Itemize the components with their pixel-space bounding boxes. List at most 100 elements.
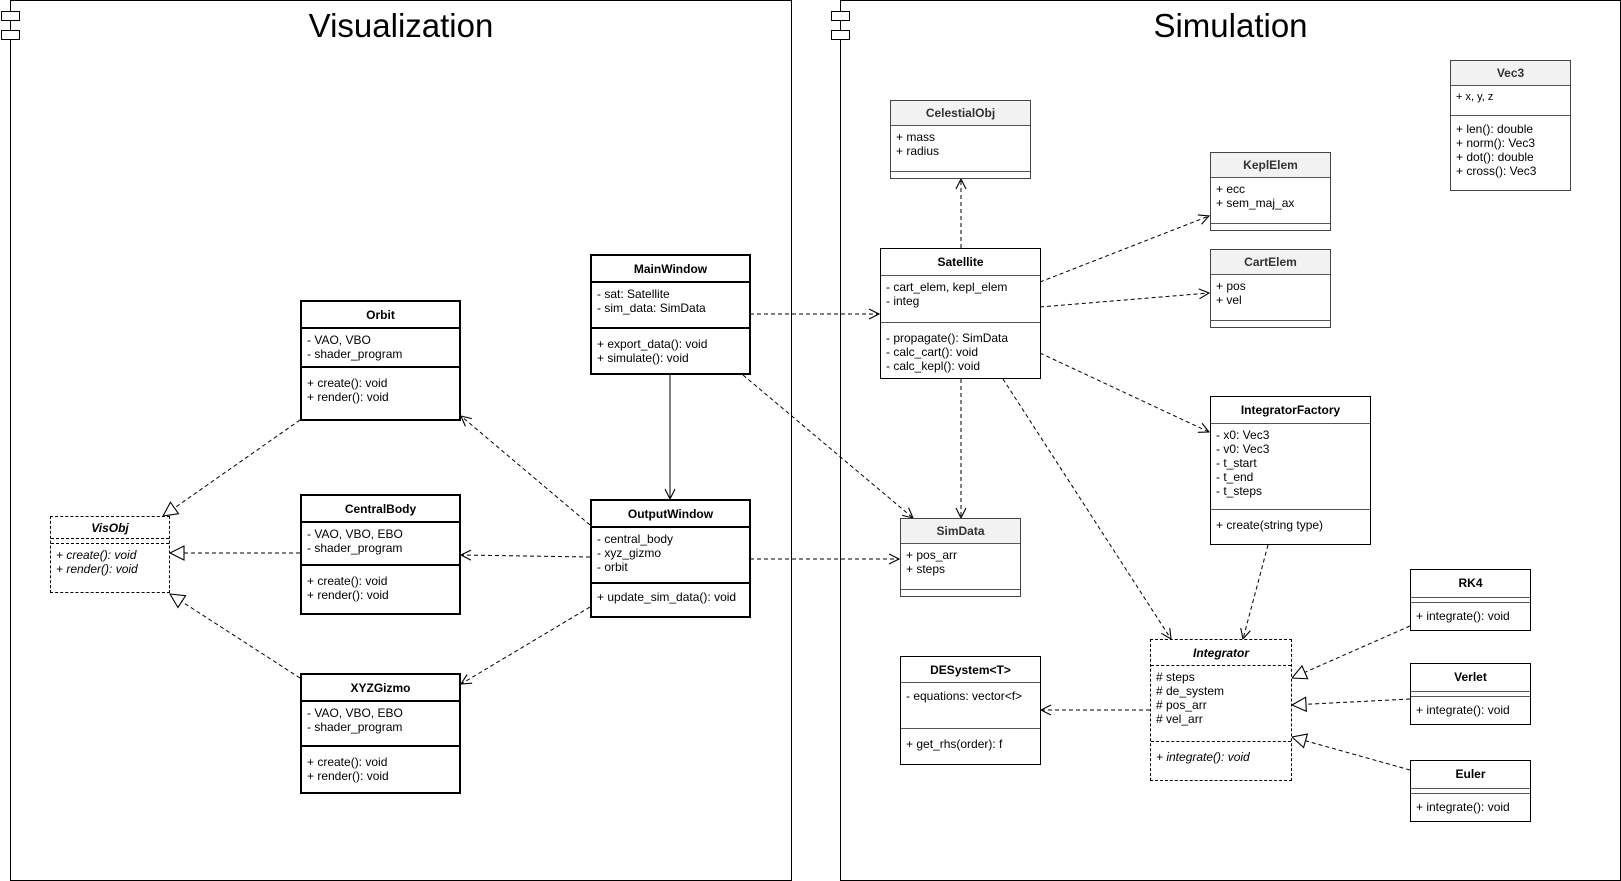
attribute: # pos_arr (1156, 698, 1207, 712)
class-operations: + create(): void + render(): void (302, 747, 459, 786)
class-integrator[interactable]: Integrator # steps # de_system # pos_arr… (1150, 639, 1292, 781)
class-operations (1211, 321, 1330, 325)
operation: - calc_kepl(): void (886, 359, 981, 373)
operation: + cross(): Vec3 (1456, 164, 1537, 178)
operation: + dot(): double (1456, 150, 1534, 164)
class-integratorfactory[interactable]: IntegratorFactory - x0: Vec3 - v0: Vec3 … (1210, 396, 1371, 545)
arrow-satellite-integratorfactory (1039, 352, 1209, 432)
package-tab-bottom (831, 30, 850, 40)
class-operations: + len(): double + norm(): Vec3 + dot(): … (1451, 116, 1570, 181)
package-title: Simulation (1153, 7, 1308, 44)
operation: + create(): void (307, 574, 388, 588)
class-name: OutputWindow (592, 501, 749, 528)
class-name: VisObj (51, 517, 169, 539)
operation: + update_sim_data(): void (597, 590, 737, 604)
arrow-verlet-integrator (1292, 699, 1411, 705)
operation: + get_rhs(order): f (906, 737, 1003, 751)
class-verlet[interactable]: Verlet + integrate(): void (1410, 663, 1531, 725)
attribute: - VAO, VBO, EBO (307, 527, 403, 541)
class-vec3[interactable]: Vec3 + x, y, z + len(): double + norm():… (1450, 60, 1571, 191)
class-attributes: # steps # de_system # pos_arr # vel_arr (1151, 666, 1291, 742)
class-operations: + export_data(): void + simulate(): void (592, 329, 749, 368)
arrow-outputwindow-centralbody (461, 555, 591, 557)
class-orbit[interactable]: Orbit - VAO, VBO - shader_program + crea… (300, 300, 461, 421)
class-attributes: + mass + radius (891, 126, 1030, 172)
operation: + norm(): Vec3 (1456, 136, 1536, 150)
package-title: Visualization (308, 7, 494, 44)
class-mainwindow[interactable]: MainWindow - sat: Satellite - sim_data: … (590, 254, 751, 375)
arrow-outputwindow-xyzgizmo (461, 606, 591, 684)
operation: + render(): void (307, 769, 389, 783)
operation: - propagate(): SimData (886, 331, 1009, 345)
class-name: SimData (901, 519, 1020, 544)
class-operations: + create(string type) (1211, 510, 1370, 535)
class-satellite[interactable]: Satellite - cart_elem, kepl_elem - integ… (880, 248, 1041, 379)
attribute: + ecc (1216, 182, 1246, 196)
class-celestialobj[interactable]: CelestialObj + mass + radius (890, 100, 1031, 179)
class-name: CelestialObj (891, 101, 1030, 126)
class-operations: + get_rhs(order): f (901, 729, 1040, 754)
operation: + integrate(): void (1416, 609, 1510, 623)
attribute: - equations: vector<f> (906, 689, 1023, 703)
class-operations (891, 172, 1030, 176)
operation: + integrate(): void (1156, 750, 1250, 764)
class-operations: + integrate(): void (1411, 603, 1530, 626)
operation: + len(): double (1456, 122, 1534, 136)
operation: + integrate(): void (1416, 800, 1510, 814)
class-centralbody[interactable]: CentralBody - VAO, VBO, EBO - shader_pro… (300, 494, 461, 615)
class-name: CartElem (1211, 250, 1330, 275)
class-euler[interactable]: Euler + integrate(): void (1410, 760, 1531, 822)
operation: + simulate(): void (597, 351, 689, 365)
class-name: RK4 (1411, 570, 1530, 598)
class-name: XYZGizmo (302, 675, 459, 702)
class-operations: + integrate(): void (1411, 794, 1530, 817)
attribute: - v0: Vec3 (1216, 442, 1270, 456)
class-outputwindow[interactable]: OutputWindow - central_body - xyz_gizmo … (590, 499, 751, 618)
package-tab-bottom (1, 30, 20, 40)
class-attributes: - x0: Vec3 - v0: Vec3 - t_start - t_end … (1211, 424, 1370, 510)
arrow-orbit-visobj (163, 419, 301, 516)
attribute: # steps (1156, 670, 1195, 684)
class-rk4[interactable]: RK4 + integrate(): void (1410, 569, 1531, 631)
attribute: - shader_program (307, 347, 403, 361)
class-name: Euler (1411, 761, 1530, 789)
arrow-mainwindow-simdata (742, 374, 913, 518)
operation: + create(): void (307, 376, 388, 390)
class-operations: + create(): void + render(): void (302, 566, 459, 605)
operation: + create(): void (307, 755, 388, 769)
class-desystem[interactable]: DESystem<T> - equations: vector<f> + get… (900, 656, 1041, 765)
operation: + render(): void (307, 390, 389, 404)
attribute: # vel_arr (1156, 712, 1203, 726)
attribute: - t_start (1216, 456, 1257, 470)
attribute: - shader_program (307, 720, 403, 734)
class-xyzgizmo[interactable]: XYZGizmo - VAO, VBO, EBO - shader_progra… (300, 673, 461, 794)
attribute: - t_steps (1216, 484, 1263, 498)
arrow-integratorfactory-integrator (1243, 544, 1269, 639)
class-operations: + update_sim_data(): void (592, 584, 749, 607)
class-cartelem[interactable]: CartElem + pos + vel (1210, 249, 1331, 328)
class-keplelem[interactable]: KeplElem + ecc + sem_maj_ax (1210, 152, 1331, 231)
class-attributes: - cart_elem, kepl_elem - integ (881, 276, 1040, 323)
class-visobj[interactable]: VisObj + create(): void + render(): void (50, 516, 170, 593)
class-name: MainWindow (592, 256, 749, 283)
class-name: Orbit (302, 302, 459, 329)
attribute: + mass (896, 130, 936, 144)
class-name: KeplElem (1211, 153, 1330, 178)
attribute: - VAO, VBO, EBO (307, 706, 403, 720)
package-tab-top (831, 11, 850, 21)
arrow-satellite-integrator (1002, 378, 1171, 639)
operation: + render(): void (307, 588, 389, 602)
class-attributes: - sat: Satellite - sim_data: SimData (592, 283, 749, 329)
package-tab-top (1, 11, 20, 21)
attribute: + pos (1216, 279, 1246, 293)
operation: + export_data(): void (597, 337, 708, 351)
attribute: - xyz_gizmo (597, 546, 662, 560)
class-name: IntegratorFactory (1211, 397, 1370, 424)
class-simdata[interactable]: SimData + pos_arr + steps (900, 518, 1021, 597)
class-attributes: + pos_arr + steps (901, 544, 1020, 590)
class-operations: - propagate(): SimData - calc_cart(): vo… (881, 323, 1040, 376)
attribute: - sim_data: SimData (597, 301, 706, 315)
attribute: - shader_program (307, 541, 403, 555)
attribute: + x, y, z (1456, 91, 1494, 103)
class-attributes (1411, 692, 1530, 697)
